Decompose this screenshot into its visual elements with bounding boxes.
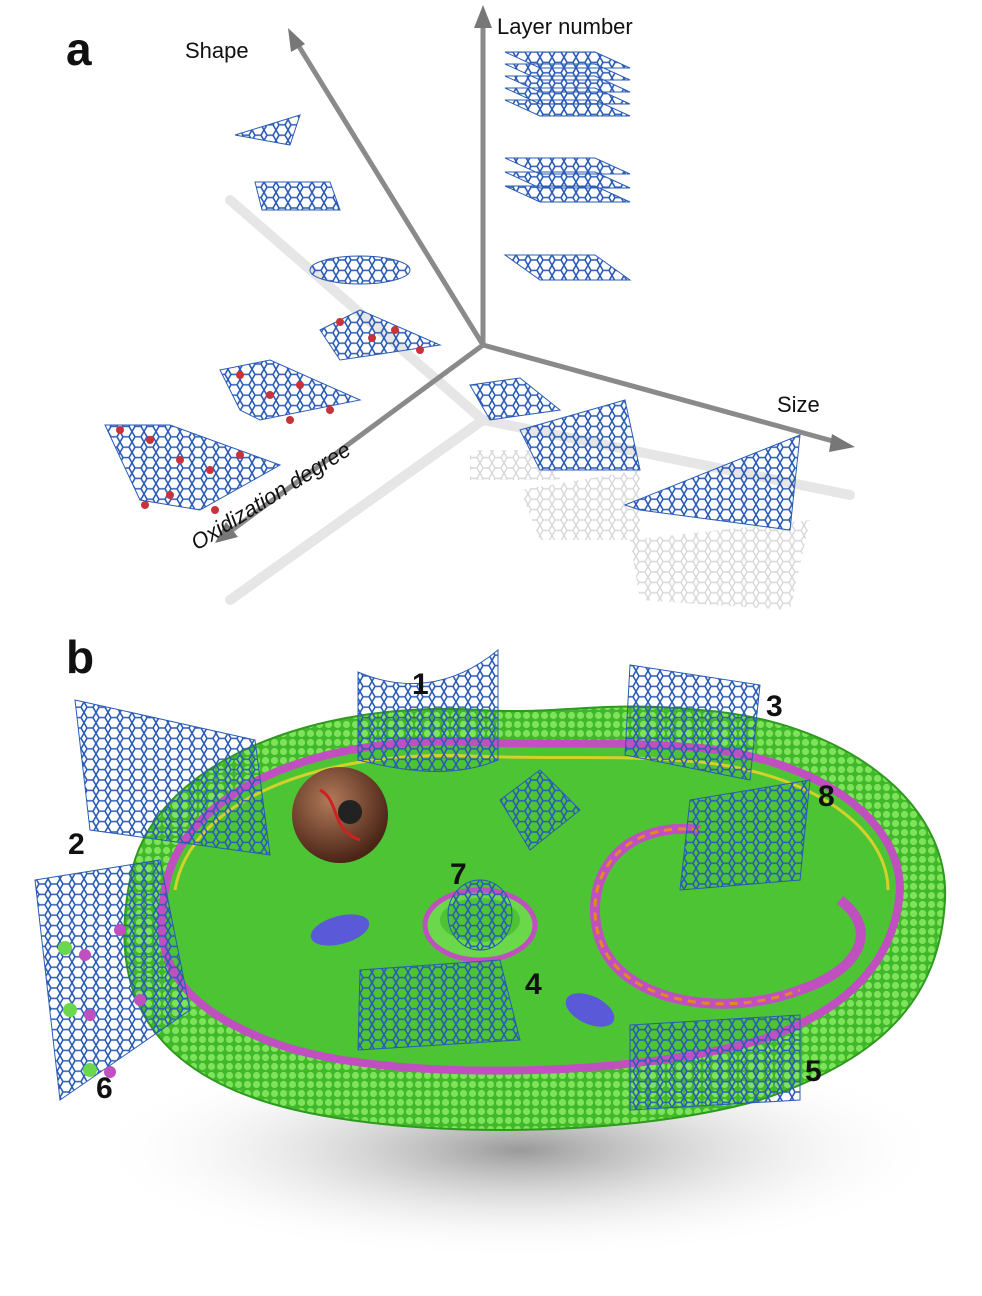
nucleus-core xyxy=(338,800,362,824)
graphene-sheet-center xyxy=(499,769,581,851)
graphene-sheet-6 xyxy=(34,859,191,1101)
label-6: 6 xyxy=(96,1072,113,1105)
panel-b-illustration xyxy=(34,648,950,1260)
label-3: 3 xyxy=(766,690,783,723)
graphene-shape-sheets xyxy=(104,114,442,511)
axis-arrowheads xyxy=(215,5,855,543)
graphene-sheet-5 xyxy=(629,1014,801,1111)
axis-label-layer-number: Layer number xyxy=(497,14,633,39)
label-7: 7 xyxy=(450,858,467,891)
graphene-layer-stacks xyxy=(503,51,632,281)
graphene-sheet-2 xyxy=(74,699,271,856)
axis-size xyxy=(480,342,843,446)
lipid-heads-on-sheet-6 xyxy=(58,924,146,1078)
mitochondrion xyxy=(310,914,370,946)
graphene-sheet-7 xyxy=(447,879,513,951)
label-2: 2 xyxy=(68,828,85,861)
orange-filaments xyxy=(593,827,801,1006)
label-8: 8 xyxy=(818,780,835,813)
panel-a-letter: a xyxy=(66,23,92,75)
label-5: 5 xyxy=(805,1055,822,1088)
axis-oxidization xyxy=(225,342,486,536)
graphene-sheet-8 xyxy=(679,779,811,891)
graphene-sheet-3 xyxy=(624,664,761,781)
panel-a-illustration xyxy=(104,5,855,610)
mitochondrion xyxy=(565,993,615,1027)
label-4: 4 xyxy=(525,968,542,1001)
axis-shape xyxy=(292,37,486,348)
graphene-sheet-1 xyxy=(357,648,499,772)
graphene-sheet-4 xyxy=(357,959,521,1051)
graphene-sheets xyxy=(34,648,811,1111)
label-1: 1 xyxy=(412,668,429,701)
graphene-size-sheets xyxy=(469,377,810,610)
axis-label-shape: Shape xyxy=(185,38,249,63)
oxygen-atoms xyxy=(116,318,424,514)
panel-b-letter: b xyxy=(66,631,95,683)
axis-label-size: Size xyxy=(777,392,820,417)
axes xyxy=(225,17,843,536)
dna-strand xyxy=(319,788,361,842)
